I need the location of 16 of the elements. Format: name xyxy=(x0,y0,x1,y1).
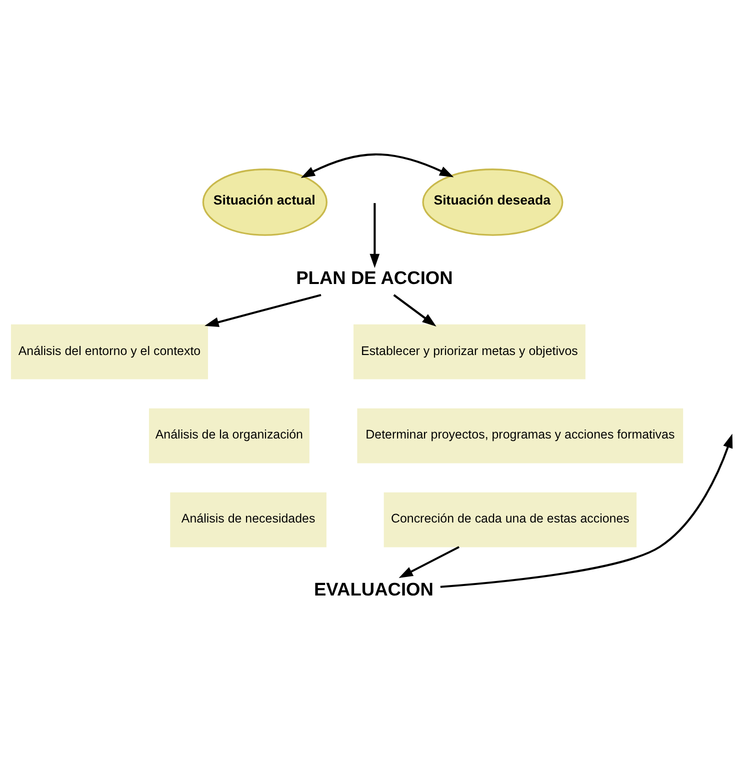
node-box: Análisis del entorno y el contexto xyxy=(10,324,208,380)
node-box: Análisis de necesidades xyxy=(170,492,326,548)
arrow xyxy=(370,203,380,268)
node-ellipse: Situación actual xyxy=(202,168,328,236)
node-text: EVALUACION xyxy=(314,578,434,600)
arrow xyxy=(300,153,454,178)
node-ellipse: Situación deseada xyxy=(422,168,564,236)
arrow xyxy=(393,294,436,326)
arrow xyxy=(440,434,733,588)
arrow xyxy=(398,546,460,578)
node-box: Establecer y priorizar metas y objetivos xyxy=(353,324,586,380)
node-box: Concreción de cada una de estas acciones xyxy=(384,492,637,548)
node-box: Análisis de la organización xyxy=(148,408,310,464)
node-box: Determinar proyectos, programas y acciones formativas xyxy=(357,408,684,464)
node-text: PLAN DE ACCION xyxy=(296,266,453,288)
arrow xyxy=(204,294,322,327)
